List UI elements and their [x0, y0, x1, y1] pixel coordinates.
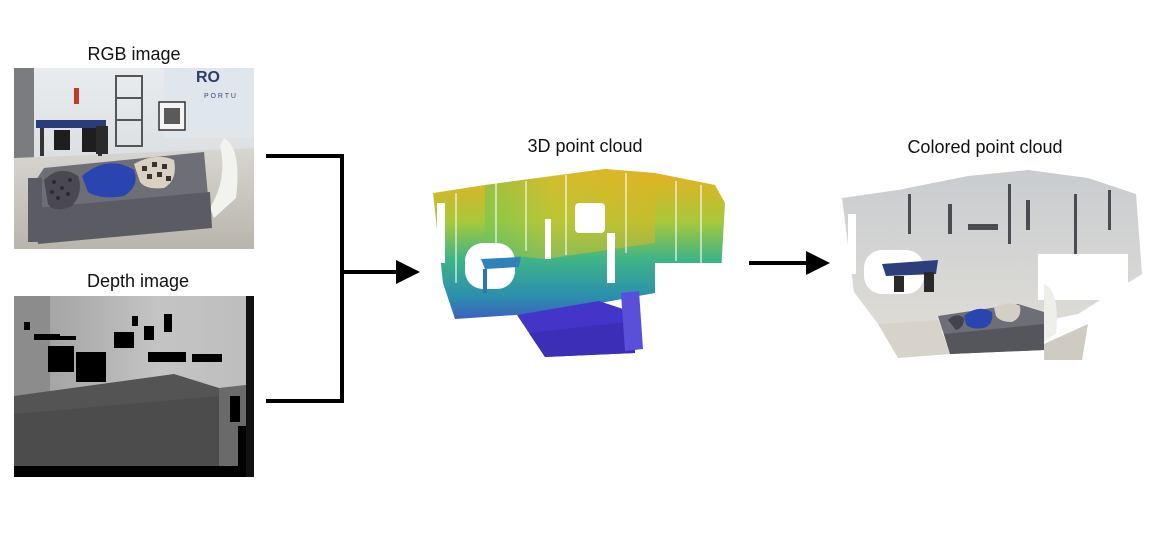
arrow-head-icon	[806, 251, 830, 275]
point-cloud-image	[425, 163, 735, 363]
rgb-image: RO P O R T U	[14, 68, 254, 249]
depth-image-label: Depth image	[86, 271, 190, 291]
depth-image	[14, 296, 254, 477]
colored-point-cloud-image	[838, 164, 1148, 364]
svg-text:RO: RO	[196, 69, 220, 86]
rgb-image-label: RGB image	[87, 44, 181, 64]
colored-point-cloud-label: Colored point cloud	[907, 137, 1063, 157]
svg-text:P O R T U: P O R T U	[204, 93, 236, 100]
point-cloud-label: 3D point cloud	[527, 136, 643, 156]
arrow-head-icon	[396, 260, 420, 284]
